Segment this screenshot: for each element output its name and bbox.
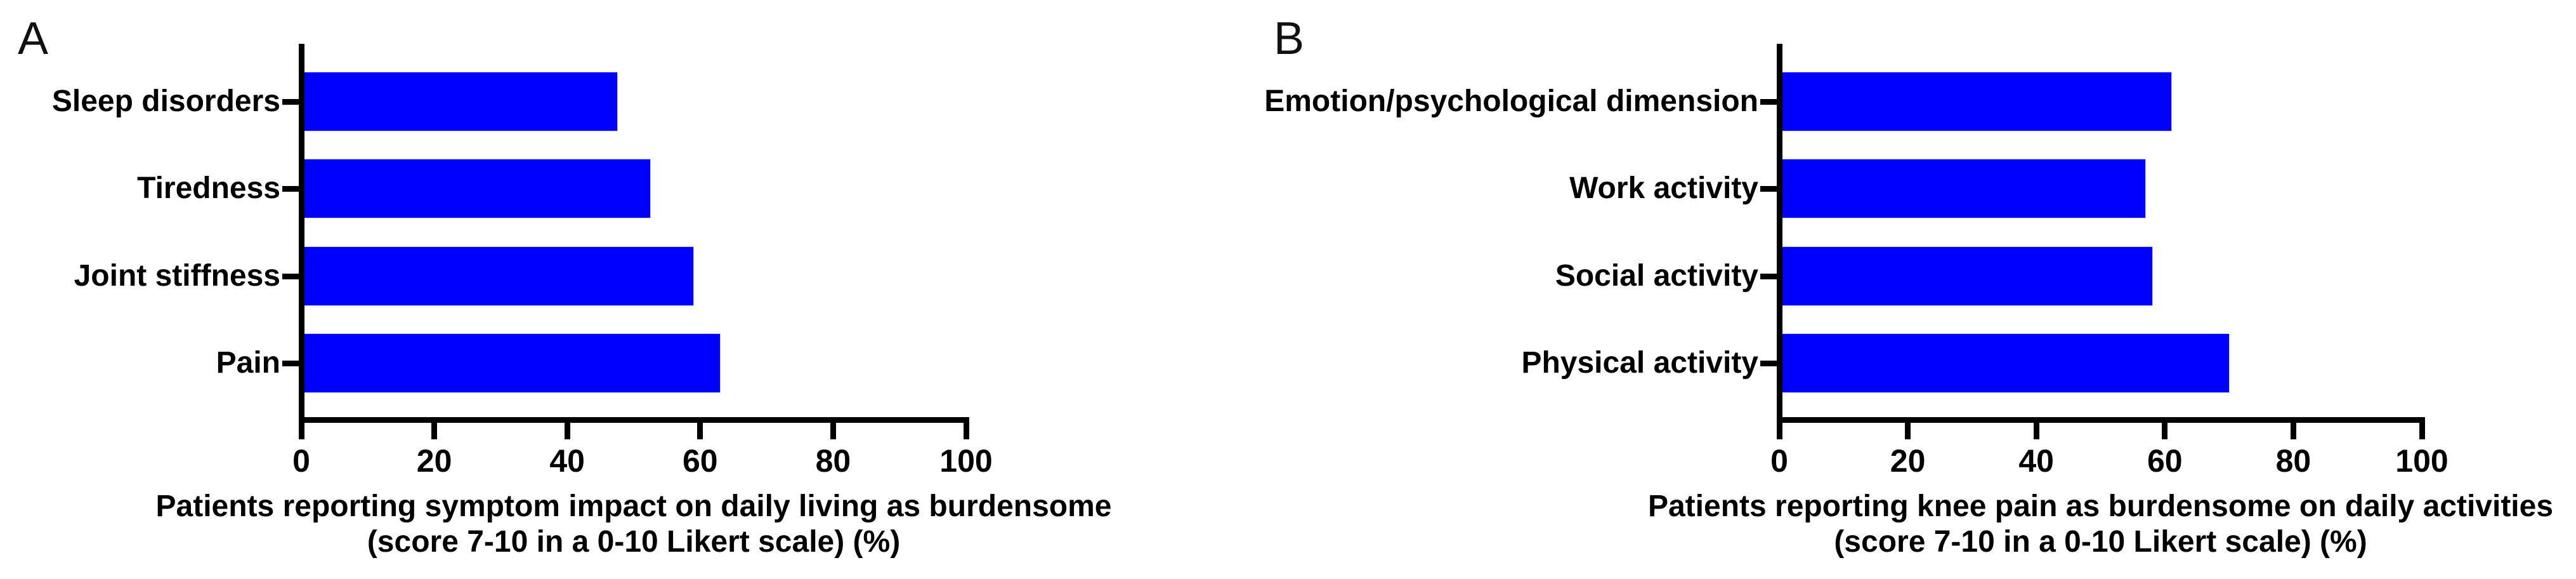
x-tick-60 bbox=[2162, 423, 2168, 439]
x-tick-label-60: 60 bbox=[2147, 443, 2183, 479]
category-label-emotion-psychological-dimension: Emotion/psychological dimension bbox=[1264, 84, 1758, 118]
x-tick-label-40: 40 bbox=[549, 443, 585, 479]
category-label-pain: Pain bbox=[216, 346, 280, 380]
x-tick-80 bbox=[2290, 423, 2296, 439]
x-tick-label-20: 20 bbox=[1890, 443, 1926, 479]
bar-work-activity bbox=[1779, 159, 2146, 218]
x-tick-label-80: 80 bbox=[815, 443, 851, 479]
bar-physical-activity bbox=[1779, 334, 2230, 392]
x-tick-20 bbox=[1905, 423, 1911, 439]
x-tick-label-20: 20 bbox=[416, 443, 452, 479]
y-tick-sleep-disorders bbox=[282, 98, 299, 105]
category-label-joint-stiffness: Joint stiffness bbox=[74, 259, 280, 293]
panel-b-xaxis-title-line2: (score 7-10 in a 0-10 Likert scale) (%) bbox=[1834, 525, 2367, 559]
x-tick-label-100: 100 bbox=[2395, 443, 2449, 479]
y-tick-pain bbox=[282, 360, 299, 366]
x-tick-40 bbox=[2033, 423, 2039, 439]
bar-joint-stiffness bbox=[301, 247, 694, 305]
panel-a-xaxis-title: Patients reporting symptom impact on dai… bbox=[0, 489, 1268, 560]
x-tick-60 bbox=[697, 423, 703, 439]
y-tick-emotion-psychological-dimension bbox=[1760, 98, 1777, 105]
x-tick-label-60: 60 bbox=[682, 443, 718, 479]
category-label-sleep-disorders: Sleep disorders bbox=[51, 84, 280, 118]
x-axis-line bbox=[298, 417, 969, 423]
category-label-social-activity: Social activity bbox=[1555, 259, 1758, 293]
y-tick-tiredness bbox=[282, 185, 299, 192]
category-label-tiredness: Tiredness bbox=[137, 171, 280, 205]
y-axis-line bbox=[1776, 44, 1782, 423]
bar-pain bbox=[301, 334, 721, 392]
y-tick-social-activity bbox=[1760, 273, 1777, 279]
panel-a-xaxis-title-line2: (score 7-10 in a 0-10 Likert scale) (%) bbox=[367, 525, 901, 559]
x-tick-40 bbox=[564, 423, 570, 439]
x-tick-label-0: 0 bbox=[292, 443, 310, 479]
x-tick-80 bbox=[830, 423, 836, 439]
bar-tiredness bbox=[301, 159, 651, 218]
bar-social-activity bbox=[1779, 247, 2152, 305]
bar-emotion-psychological-dimension bbox=[1779, 72, 2171, 131]
x-tick-20 bbox=[431, 423, 438, 439]
y-tick-physical-activity bbox=[1760, 360, 1777, 366]
y-axis-line bbox=[298, 44, 304, 423]
x-tick-0 bbox=[298, 423, 304, 439]
x-tick-label-80: 80 bbox=[2275, 443, 2311, 479]
y-tick-joint-stiffness bbox=[282, 273, 299, 279]
x-tick-label-0: 0 bbox=[1770, 443, 1788, 479]
category-label-work-activity: Work activity bbox=[1569, 171, 1758, 205]
x-tick-0 bbox=[1776, 423, 1782, 439]
category-label-physical-activity: Physical activity bbox=[1521, 346, 1758, 380]
bar-sleep-disorders bbox=[301, 72, 617, 131]
panel-b-xaxis-title: Patients reporting knee pain as burdenso… bbox=[1467, 489, 2576, 560]
panel-b-xaxis-title-line1: Patients reporting knee pain as burdenso… bbox=[1647, 489, 2554, 523]
x-tick-label-100: 100 bbox=[939, 443, 993, 479]
y-tick-work-activity bbox=[1760, 185, 1777, 192]
panel-a-xaxis-title-line1: Patients reporting symptom impact on dai… bbox=[155, 489, 1112, 523]
x-tick-label-40: 40 bbox=[2018, 443, 2054, 479]
x-tick-100 bbox=[2419, 423, 2425, 439]
x-tick-100 bbox=[963, 423, 969, 439]
panel-a-letter: A bbox=[18, 13, 49, 64]
x-axis-line bbox=[1776, 417, 2425, 423]
panel-b-letter: B bbox=[1274, 13, 1305, 64]
